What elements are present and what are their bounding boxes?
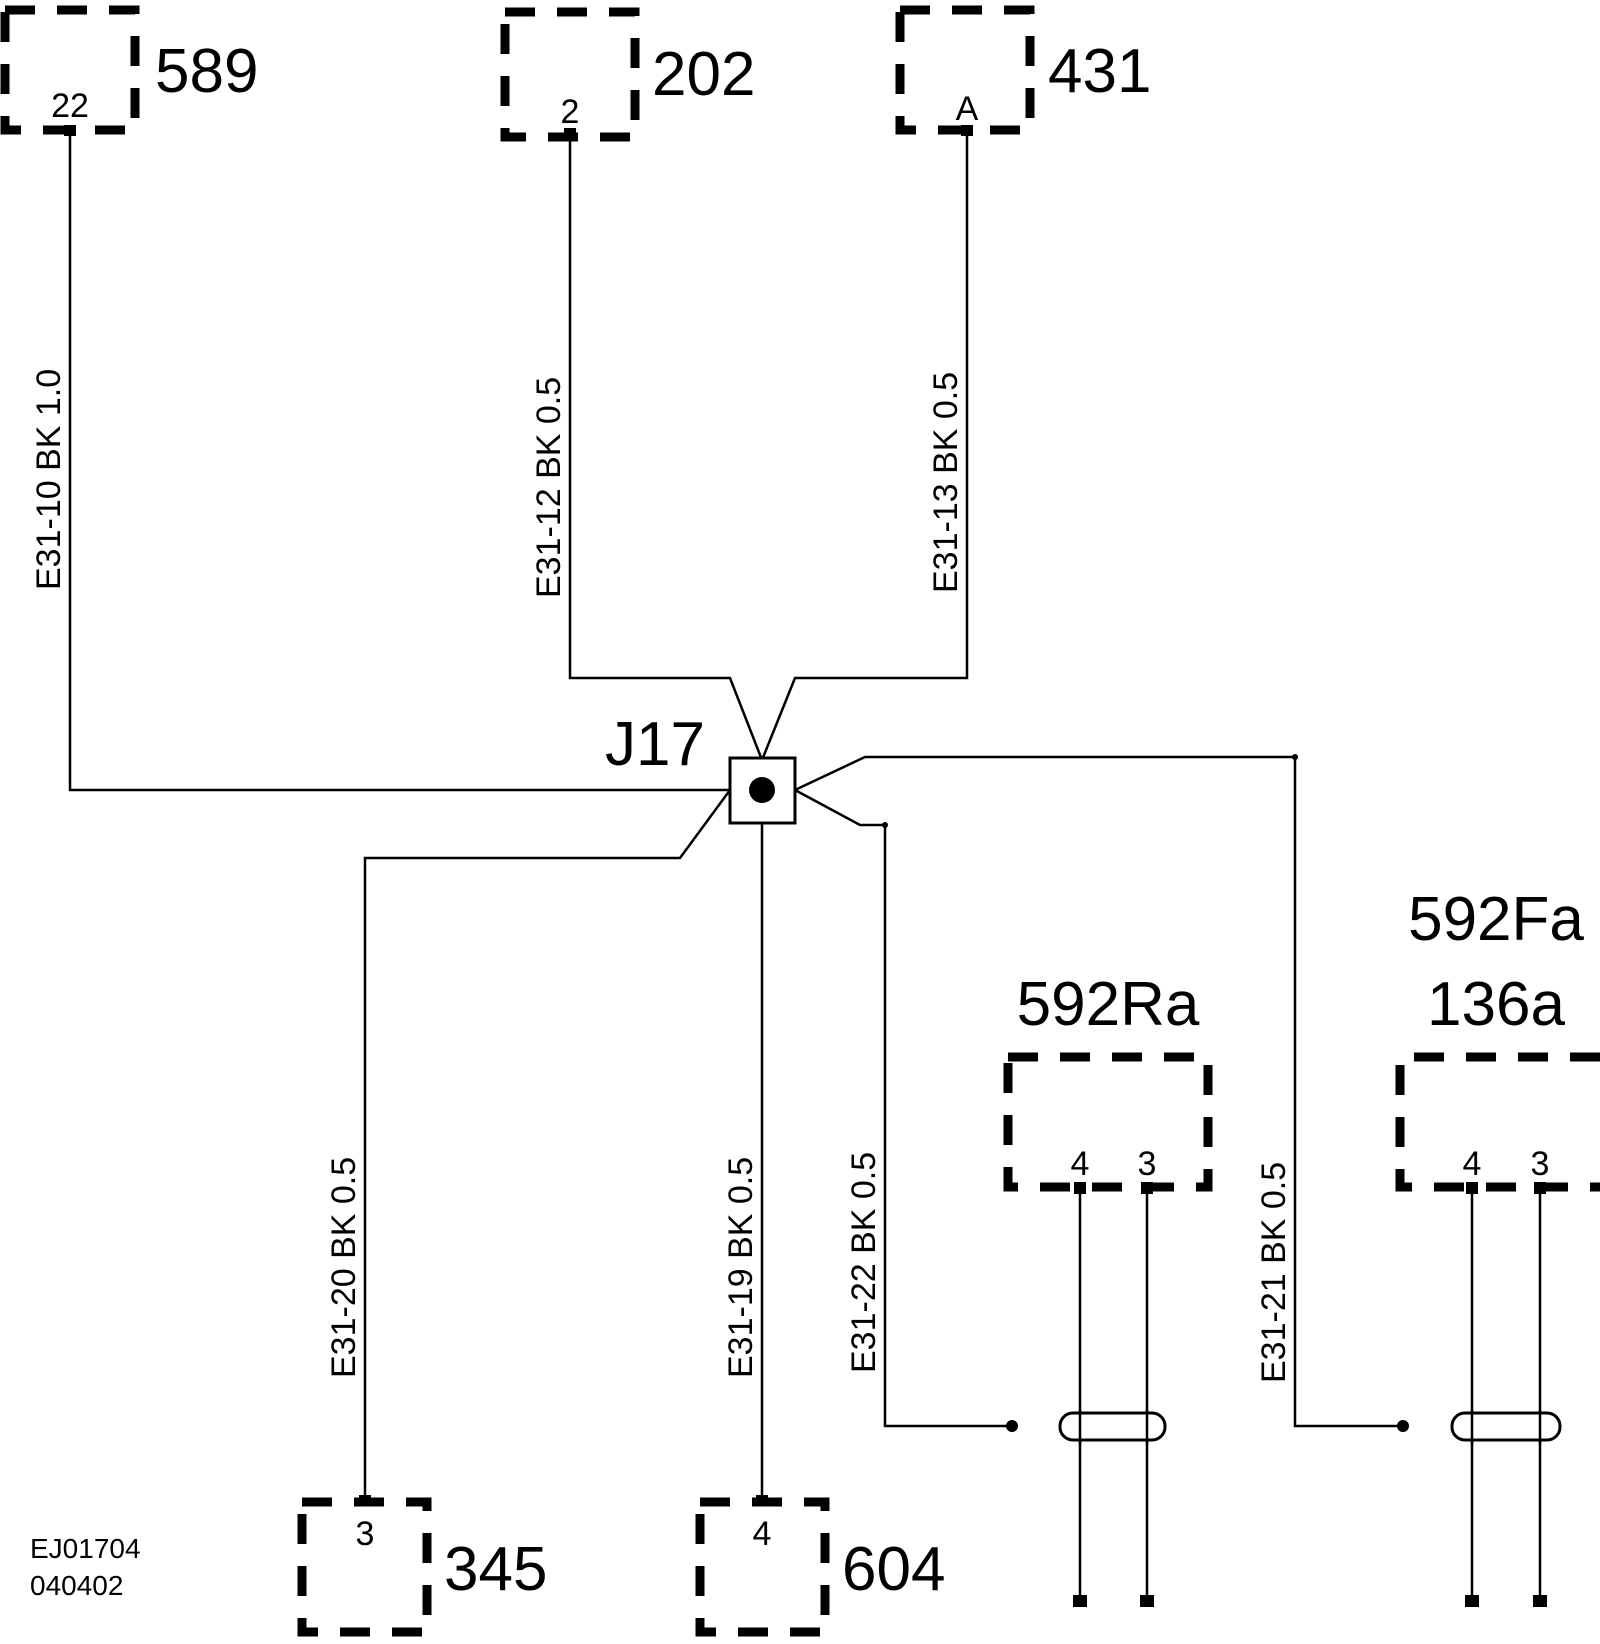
connector-202: 2 202 (500, 7, 755, 142)
wire-label-e31-22: E31-22 BK 0.5 (845, 1152, 883, 1373)
wire-label-e31-20: E31-20 BK 0.5 (325, 1157, 363, 1378)
wire-e31-10 (68, 130, 730, 792)
diagram-date-code: 040402 (30, 1570, 123, 1601)
connector-592fa-pin-4: 4 (1463, 1145, 1482, 1183)
connector-592ra-pin-3: 3 (1138, 1145, 1157, 1183)
connector-592ra-label: 592Ra (1017, 970, 1200, 1039)
connector-431-label: 431 (1048, 37, 1151, 106)
connector-345: 3 345 (297, 1497, 547, 1637)
wire-label-e31-21: E31-21 BK 0.5 (1255, 1162, 1293, 1383)
connector-345-pin: 3 (356, 1515, 375, 1553)
connector-202-label: 202 (652, 40, 755, 109)
splice-label: J17 (605, 710, 705, 779)
pin-stubs (64, 125, 1546, 1506)
wire-e31-13 (760, 130, 969, 761)
wire-label-e31-13: E31-13 BK 0.5 (927, 372, 965, 593)
connector-592fa: 592Fa 136a 4 3 (1395, 885, 1600, 1192)
diagram-code: EJ01704 (30, 1533, 141, 1564)
connector-592fa-pin-3: 3 (1531, 1145, 1550, 1183)
shield-592fa (1450, 1411, 1562, 1442)
splice-dot (749, 777, 775, 803)
connector-592fa-sublabel: 136a (1427, 970, 1565, 1039)
connector-592ra-pin-4: 4 (1071, 1145, 1090, 1183)
wire-e31-22 (794, 788, 1012, 1428)
connector-202-pin: 2 (561, 93, 580, 131)
connector-604: 4 604 (695, 1497, 945, 1637)
wire-label-e31-12: E31-12 BK 0.5 (530, 377, 568, 598)
wire-label-e31-19: E31-19 BK 0.5 (722, 1157, 760, 1378)
connector-431: A 431 (895, 5, 1151, 135)
connector-431-pin: A (956, 90, 979, 128)
shield-592ra (1058, 1411, 1167, 1442)
connector-589: 22 589 (0, 5, 258, 135)
connector-589-label: 589 (155, 37, 258, 106)
wires (68, 130, 1542, 1600)
wire-label-e31-10: E31-10 BK 1.0 (30, 369, 68, 590)
wire-terminals (882, 754, 1547, 1607)
connector-604-pin: 4 (753, 1515, 772, 1553)
wire-e31-12 (568, 135, 764, 761)
wire-e31-20 (363, 789, 732, 1500)
connector-592fa-label: 592Fa (1408, 885, 1584, 954)
splice-j17: J17 (605, 710, 797, 825)
connector-604-label: 604 (842, 1535, 945, 1604)
connector-592ra: 592Ra 4 3 (1003, 970, 1213, 1192)
connector-589-pin: 22 (51, 87, 89, 125)
connector-345-label: 345 (444, 1535, 547, 1604)
